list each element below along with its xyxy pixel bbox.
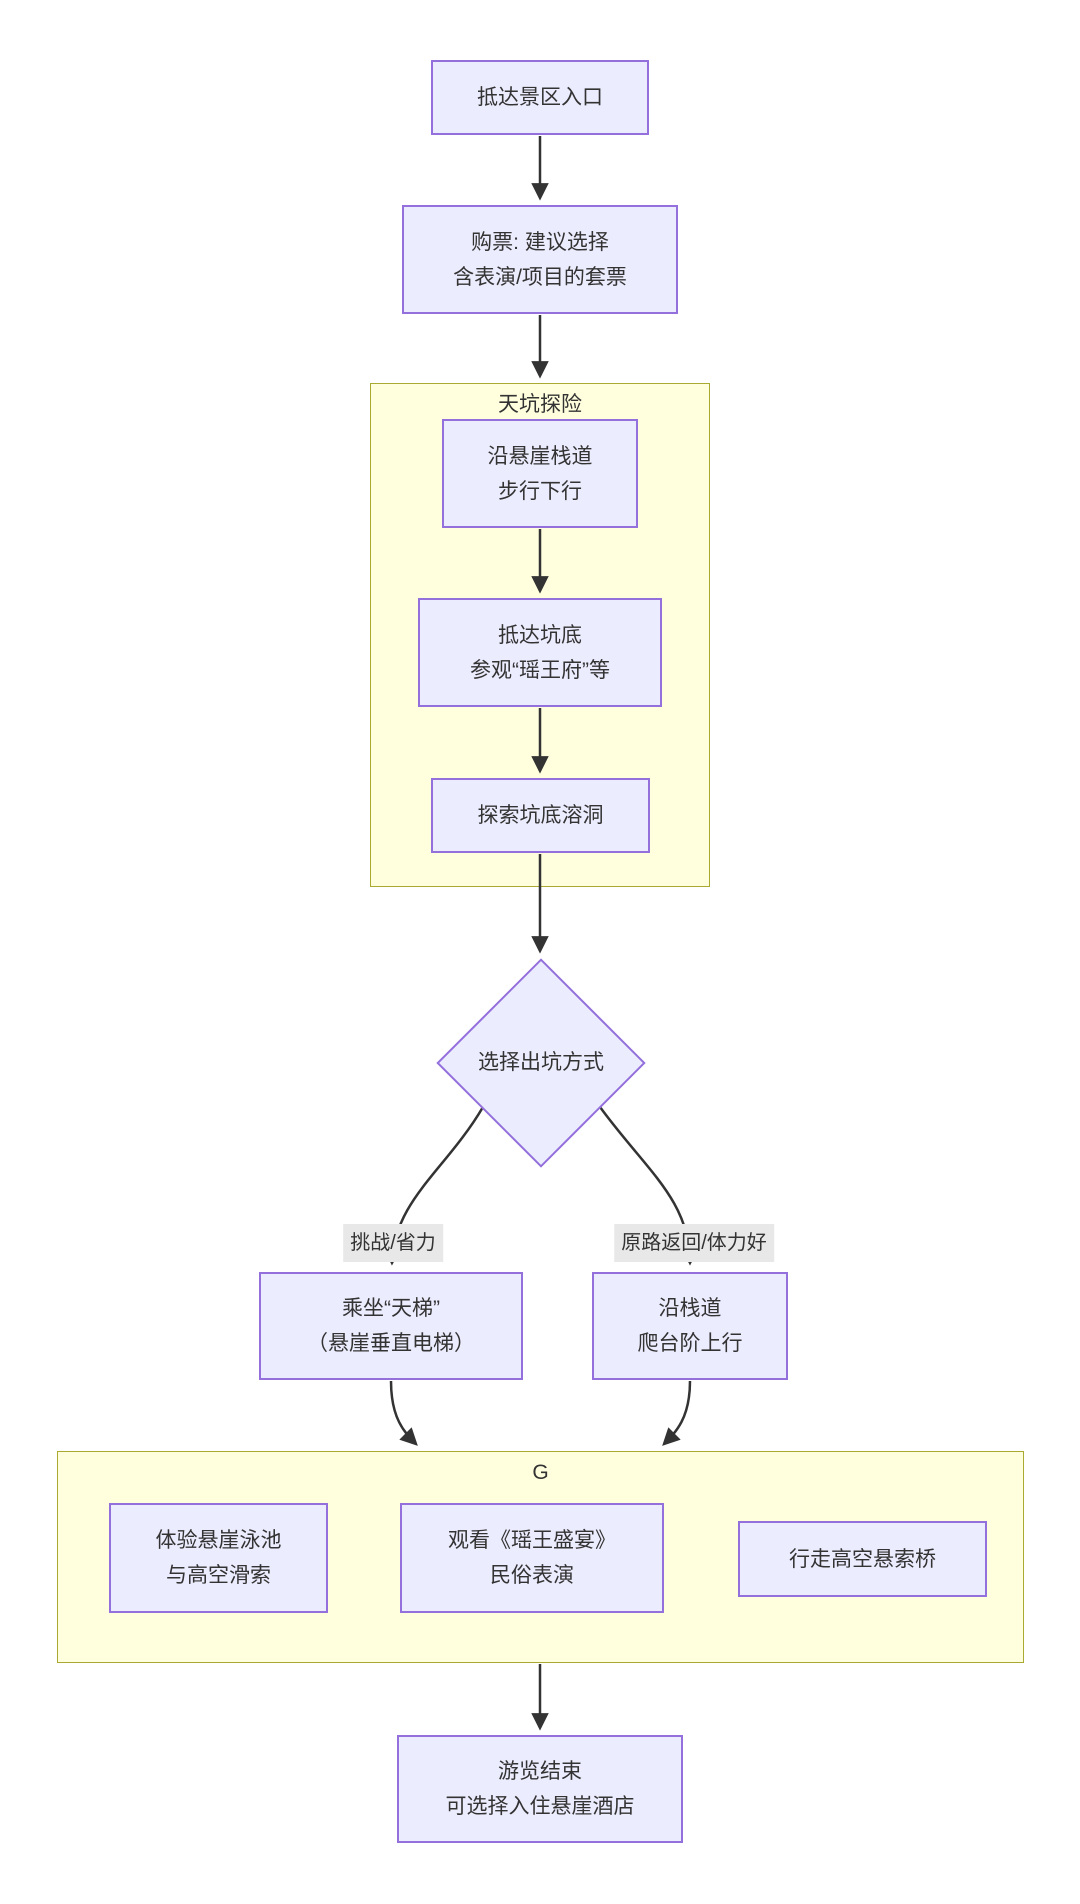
cluster-g-title: G — [532, 1461, 549, 1484]
node-folk-show: 观看《瑶王盛宴》 民俗表演 — [400, 1503, 664, 1613]
node-buy-ticket: 购票: 建议选择 含表演/项目的套票 — [402, 205, 678, 314]
cluster-tiankeng-title: 天坑探险 — [498, 393, 582, 416]
node-climb-stairs: 沿栈道 爬台阶上行 — [592, 1272, 788, 1380]
edge-elevator-to-g — [389, 1380, 418, 1446]
node-sky-ladder-elevator: 乘坐“天梯” （悬崖垂直电梯） — [259, 1272, 523, 1380]
edge-label-return: 原路返回/体力好 — [614, 1224, 774, 1262]
decision-exit-method-label: 选择出坑方式 — [478, 1051, 604, 1074]
node-cliff-pool-zipline: 体验悬崖泳池 与高空滑索 — [109, 1503, 328, 1613]
node-walk-down-plank-road: 沿悬崖栈道 步行下行 — [442, 419, 638, 528]
node-reach-pit-bottom: 抵达坑底 参观“瑶王府”等 — [418, 598, 662, 707]
node-explore-cave: 探索坑底溶洞 — [431, 778, 650, 853]
edge-label-challenge: 挑战/省力 — [343, 1224, 443, 1262]
node-arrive-entrance: 抵达景区入口 — [431, 60, 649, 135]
edge-stairs-to-g — [662, 1380, 692, 1446]
node-suspension-bridge: 行走高空悬索桥 — [738, 1521, 987, 1597]
node-tour-end: 游览结束 可选择入住悬崖酒店 — [397, 1735, 683, 1843]
